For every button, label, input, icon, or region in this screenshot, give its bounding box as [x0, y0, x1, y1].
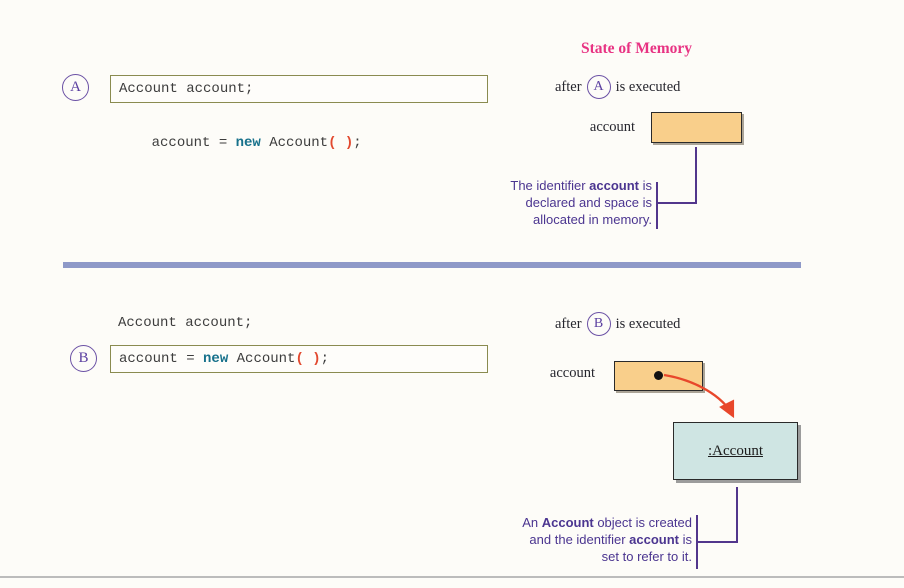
constructor-parens: ( ) — [328, 135, 354, 151]
marker-b-inline-circle: B — [586, 312, 611, 336]
section-divider — [63, 262, 801, 268]
marker-b-letter: B — [78, 350, 89, 366]
account-object-label: :Account — [708, 442, 763, 459]
after-b-caption: after B is executed — [555, 312, 680, 336]
after-a-caption: after A is executed — [555, 75, 680, 99]
connector-hline-b — [697, 541, 738, 543]
connector-vline-a — [695, 147, 697, 204]
marker-b-circle: B — [70, 345, 97, 372]
memory-label-b: account — [549, 365, 595, 381]
keyword-new: new — [235, 135, 261, 151]
marker-a-inline-circle: A — [586, 75, 611, 99]
connector-bar-a — [656, 182, 658, 229]
keyword-new: new — [203, 351, 229, 367]
marker-a-circle: A — [62, 74, 89, 101]
reference-arrow — [663, 373, 735, 419]
state-of-memory-title: State of Memory — [580, 40, 693, 57]
reference-dot — [654, 371, 663, 380]
code-line-b2: account = new Account( ); — [119, 351, 330, 367]
memory-cell-b — [614, 361, 703, 391]
annotation-b: An Account object is created and the ide… — [522, 515, 692, 564]
constructor-parens: ( ) — [295, 351, 321, 367]
code-box-b: account = new Account( ); — [110, 345, 488, 373]
code-line-b1: Account account; — [118, 315, 253, 331]
code-box-a: Account account; — [110, 75, 488, 103]
connector-hline-a — [657, 202, 697, 204]
connector-vline-b — [736, 487, 738, 543]
marker-a-letter: A — [70, 79, 81, 95]
memory-label-a: account — [589, 119, 635, 135]
annotation-a: The identifier account is declared and s… — [510, 178, 652, 227]
code-line-a2: account = new Account( ); — [151, 135, 362, 151]
connector-bar-b — [696, 515, 698, 569]
code-line-a1: Account account; — [119, 81, 254, 97]
memory-cell-a — [651, 112, 742, 143]
account-object-box: :Account — [673, 422, 798, 480]
page-bottom-rule — [0, 576, 904, 578]
